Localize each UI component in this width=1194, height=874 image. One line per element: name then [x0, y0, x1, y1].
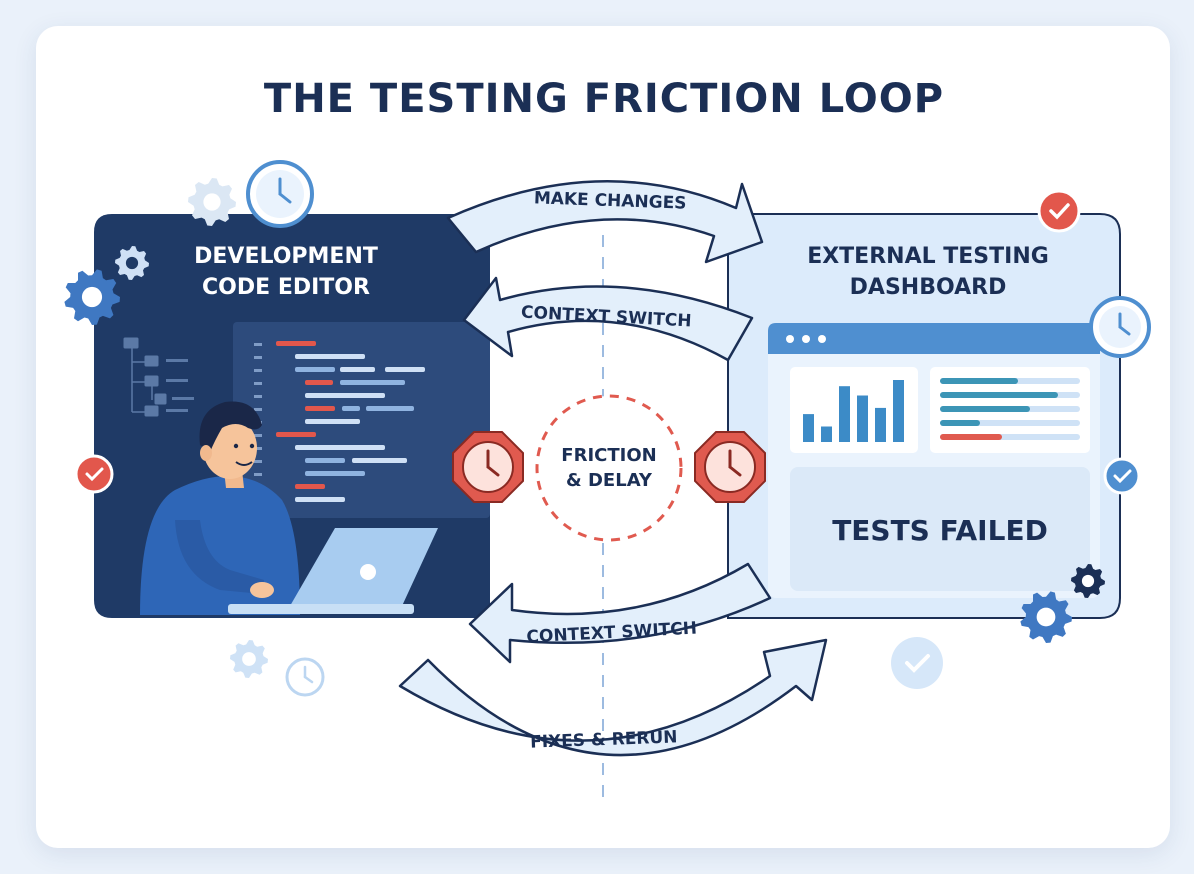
bar-chart-bar	[839, 386, 850, 442]
friction-label-line2: & DELAY	[566, 470, 653, 491]
check-badge-icon	[1103, 457, 1141, 495]
check-badge-icon	[891, 637, 943, 689]
dashboard-window: TESTS FAILED	[768, 323, 1100, 598]
clock-icon	[246, 160, 314, 228]
diagram-title: THE TESTING FRICTION LOOP	[264, 76, 944, 122]
friction-delay-circle: FRICTION & DELAY	[535, 394, 683, 542]
gear-icon	[115, 246, 149, 280]
developer-avatar	[140, 401, 300, 615]
fixes-rerun-arrow: FIXES & RERUN	[398, 638, 828, 757]
stop-clock-icon	[694, 431, 766, 503]
folder-tree-icon	[123, 337, 194, 417]
clock-icon	[1089, 296, 1151, 358]
bar-chart-bar	[893, 380, 904, 442]
check-badge-icon	[74, 454, 114, 494]
friction-label-line1: FRICTION	[561, 445, 656, 466]
context-switch-top-arrow: CONTEXT SWITCH	[462, 276, 754, 362]
make-changes-arrow: MAKE CHANGES	[446, 180, 764, 264]
progress-bars-icon	[940, 378, 1080, 440]
left-panel-title-line2: CODE EDITOR	[202, 275, 370, 300]
bar-chart-bar	[803, 414, 814, 442]
bar-chart-icon	[803, 380, 904, 442]
left-panel-title-line1: DEVELOPMENT	[194, 244, 378, 269]
right-panel-title-line2: DASHBOARD	[850, 275, 1007, 300]
bar-chart-bar	[875, 407, 886, 442]
tests-failed-box	[790, 467, 1090, 591]
gear-icon	[1071, 564, 1105, 598]
bar-chart-bar	[821, 426, 832, 442]
development-code-editor-panel: DEVELOPMENT CODE EDITOR	[94, 214, 490, 618]
context-switch-bottom-arrow: CONTEXT SWITCH	[468, 562, 772, 664]
tests-failed-label: TESTS FAILED	[832, 514, 1048, 547]
laptop-icon	[228, 528, 438, 614]
gear-icon	[188, 178, 236, 226]
code-editor-window	[233, 322, 490, 518]
gear-icon	[230, 640, 268, 678]
check-badge-icon	[1037, 189, 1081, 233]
stop-clock-icon	[452, 431, 524, 503]
clock-icon	[285, 657, 325, 697]
gear-icon	[1020, 591, 1072, 643]
bar-chart-bar	[857, 395, 868, 442]
right-panel-title-line1: EXTERNAL TESTING	[807, 244, 1049, 269]
external-testing-dashboard-panel: EXTERNAL TESTING DASHBOARD	[727, 213, 1121, 619]
gear-icon	[64, 269, 120, 325]
